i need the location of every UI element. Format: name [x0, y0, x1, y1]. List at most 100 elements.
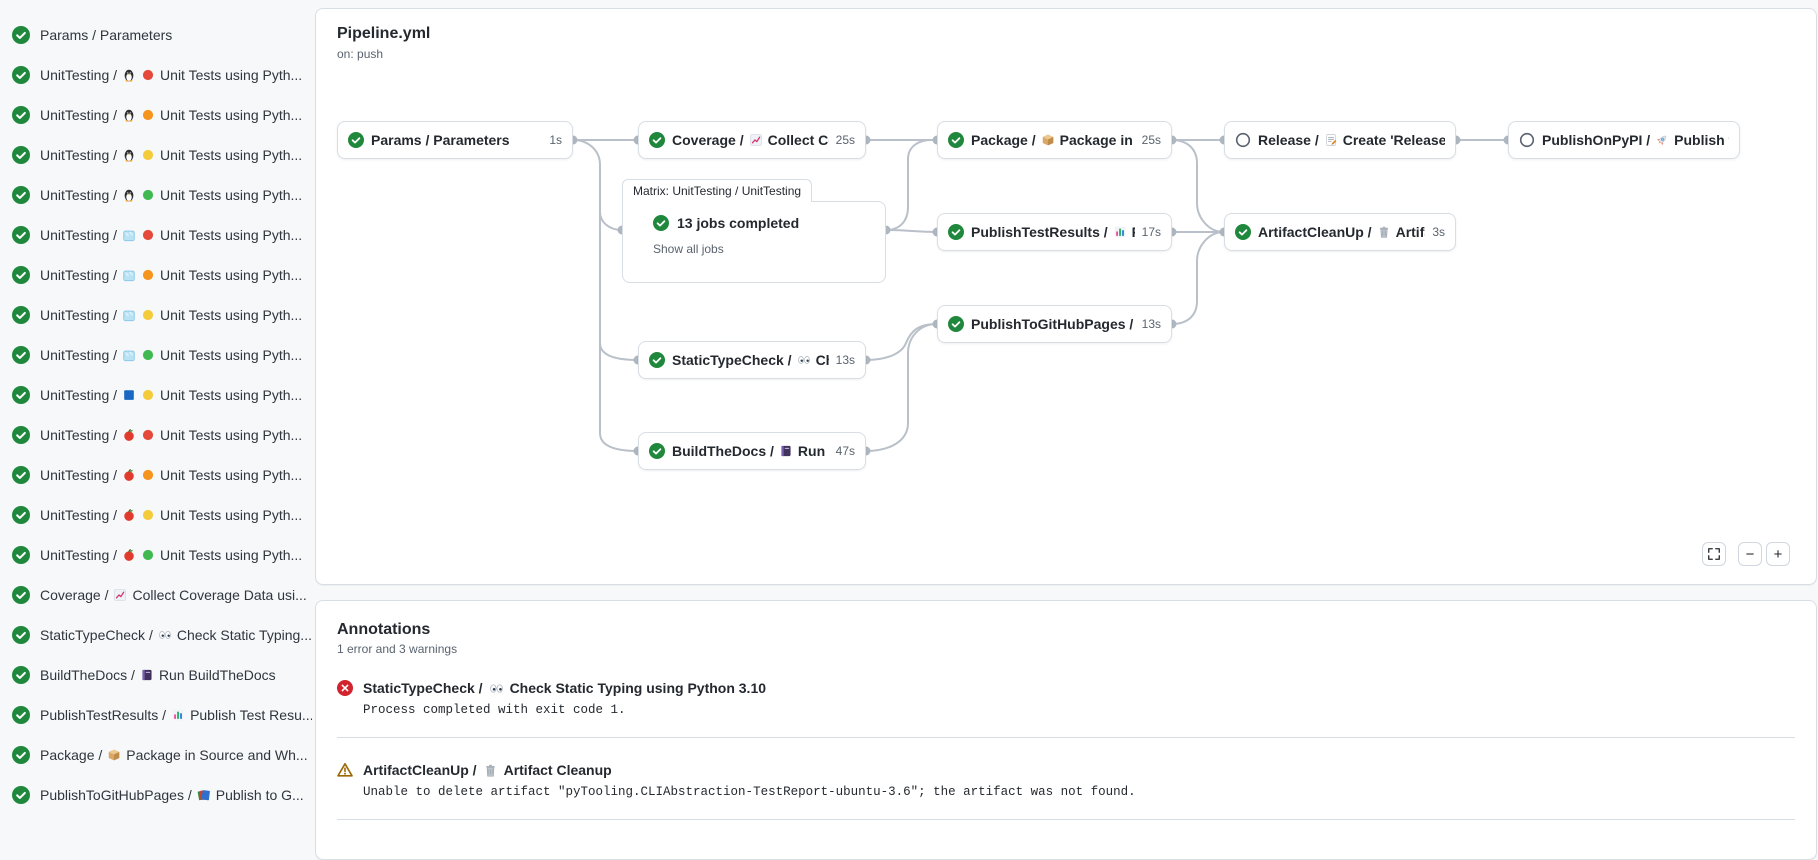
job-step-text: Unit Tests using Pyth...: [160, 227, 303, 243]
sidebar-job-label: Params / Parameters: [40, 27, 172, 43]
job-name-text: BuildTheDocs /: [40, 667, 135, 683]
sidebar-job-item[interactable]: UnitTesting /Unit Tests using Pyth...: [0, 415, 312, 455]
books-icon: [197, 788, 211, 802]
job-step-text: Unit Tests using Pyth...: [160, 387, 303, 403]
sidebar-job-item[interactable]: UnitTesting /Unit Tests using Pyth...: [0, 55, 312, 95]
matrix-jobs-summary: 13 jobs completed: [653, 215, 885, 231]
pipeline-node-release[interactable]: Release /Create 'Release P...: [1224, 121, 1456, 159]
apple-icon: [122, 468, 136, 482]
pipeline-node-statictypecheck[interactable]: StaticTypeCheck /Chec... 13s: [638, 341, 866, 379]
job-name-text: Package /: [40, 747, 103, 763]
success-icon: [12, 146, 30, 164]
node-job-name: BuildTheDocs /: [672, 443, 774, 459]
fullscreen-icon: [1707, 547, 1721, 561]
annotations-panel: Annotations 1 error and 3 warnings Stati…: [315, 600, 1817, 860]
sidebar-job-item[interactable]: UnitTesting /Unit Tests using Pyth...: [0, 215, 312, 255]
sidebar-job-label: UnitTesting /Unit Tests using Pyth...: [40, 467, 302, 483]
node-job-name: Release /: [1258, 132, 1319, 148]
sidebar-job-item[interactable]: UnitTesting /Unit Tests using Pyth...: [0, 255, 312, 295]
annotation-job-label: StaticTypeCheck /Check Static Typing usi…: [363, 680, 766, 696]
zoom-in-button[interactable]: +: [1766, 542, 1790, 566]
job-step-text: Unit Tests using Pyth...: [160, 67, 303, 83]
node-label: StaticTypeCheck /Chec...: [672, 352, 829, 368]
skipped-icon: [1519, 132, 1535, 148]
job-step-text: Run BuildTheDocs: [158, 667, 276, 683]
node-label: BuildTheDocs /Run Buil...: [672, 443, 829, 459]
workflow-file-name: Pipeline.yml: [337, 25, 431, 42]
sidebar-job-item[interactable]: StaticTypeCheck /Check Static Typing...: [0, 615, 312, 655]
pipeline-node-publishtogithubpages[interactable]: PublishToGitHubPages /...13s: [937, 305, 1172, 343]
job-name-text: UnitTesting /: [40, 107, 118, 123]
success-icon: [12, 786, 30, 804]
skipped-icon: [1235, 132, 1251, 148]
workflow-graph-panel: Pipeline.yml on: push: [315, 8, 1817, 585]
sidebar-job-item[interactable]: UnitTesting / Unit Tests using Pyth...: [0, 175, 312, 215]
pipeline-node-artifactcleanup[interactable]: ArtifactCleanUp /Artifac...3s: [1224, 213, 1456, 251]
success-icon: [12, 266, 30, 284]
sidebar-job-item[interactable]: UnitTesting /Unit Tests using Pyth...: [0, 295, 312, 335]
dot-orange-icon: [141, 108, 155, 122]
notebook-icon: [140, 668, 154, 682]
sidebar-job-item[interactable]: UnitTesting / Unit Tests using Pyth...: [0, 95, 312, 135]
success-icon: [12, 26, 30, 44]
package-icon: [107, 748, 121, 762]
node-job-name: PublishOnPyPI /: [1542, 132, 1651, 148]
sidebar-job-label: UnitTesting /Unit Tests using Pyth...: [40, 507, 302, 523]
annotation-job-label: ArtifactCleanUp /Artifact Cleanup: [363, 762, 612, 778]
apple-icon: [122, 428, 136, 442]
sidebar-job-item[interactable]: Package / Package in Source and Wh...: [0, 735, 312, 775]
penguin-icon: [122, 68, 136, 82]
node-duration: 1s: [549, 133, 562, 147]
job-step-text: Unit Tests using Pyth...: [160, 347, 303, 363]
job-step-text: Check Static Typing...: [176, 627, 312, 643]
success-icon: [12, 426, 30, 444]
pipeline-node-buildthedocs[interactable]: BuildTheDocs /Run Buil...47s: [638, 432, 866, 470]
sidebar-job-item[interactable]: Params / Parameters: [0, 15, 312, 55]
sidebar-job-item[interactable]: UnitTesting /Unit Tests using Pyth...: [0, 495, 312, 535]
sidebar-job-item[interactable]: UnitTesting /Unit Tests using Pyth...: [0, 375, 312, 415]
show-all-jobs-link[interactable]: Show all jobs: [653, 242, 724, 256]
sidebar-job-label: UnitTesting / Unit Tests using Pyth...: [40, 187, 302, 203]
success-icon: [12, 346, 30, 364]
sidebar-job-item[interactable]: BuildTheDocs / Run BuildTheDocs: [0, 655, 312, 695]
zoom-controls: − +: [1738, 542, 1790, 566]
job-step-text: Unit Tests using Pyth...: [160, 107, 303, 123]
job-name-text: Coverage /: [40, 587, 109, 603]
pipeline-node-publishtestresults[interactable]: PublishTestResults /Pu...17s: [937, 213, 1172, 251]
sidebar-job-label: UnitTesting /Unit Tests using Pyth...: [40, 267, 302, 283]
sidebar-job-label: UnitTesting /Unit Tests using Pyth...: [40, 347, 302, 363]
success-icon: [12, 306, 30, 324]
annotation-title[interactable]: StaticTypeCheck /Check Static Typing usi…: [337, 680, 1795, 696]
sidebar-job-label: BuildTheDocs / Run BuildTheDocs: [40, 667, 276, 683]
sidebar-job-item[interactable]: PublishTestResults /Publish Test Resu...: [0, 695, 312, 735]
pipeline-node-package[interactable]: Package /Package in So...25s: [937, 121, 1172, 159]
sidebar-job-label: PublishToGitHubPages /Publish to G...: [40, 787, 304, 803]
job-step-text: Unit Tests using Pyth...: [160, 187, 303, 203]
job-name-text: UnitTesting /: [40, 507, 118, 523]
fullscreen-button[interactable]: [1702, 542, 1726, 566]
sidebar-job-item[interactable]: Coverage /Collect Coverage Data usi...: [0, 575, 312, 615]
sidebar-job-item[interactable]: PublishToGitHubPages /Publish to G...: [0, 775, 312, 815]
pipeline-node-publishonpypi[interactable]: PublishOnPyPI /Publish to ...: [1508, 121, 1740, 159]
job-step-text: Package in Source and Wh...: [126, 747, 308, 763]
sidebar-job-item[interactable]: UnitTesting /Unit Tests using Pyth...: [0, 335, 312, 375]
ice-cube-icon: [122, 228, 136, 242]
zoom-out-button[interactable]: −: [1738, 542, 1762, 566]
job-name-text: UnitTesting /: [40, 187, 118, 203]
dot-green-icon: [141, 348, 155, 362]
annotation-divider: [337, 737, 1795, 738]
sidebar-job-item[interactable]: UnitTesting /Unit Tests using Pyth...: [0, 135, 312, 175]
sidebar-job-item[interactable]: UnitTesting /Unit Tests using Pyth...: [0, 455, 312, 495]
success-icon: [653, 215, 669, 231]
success-icon: [12, 546, 30, 564]
sidebar-job-label: UnitTesting /Unit Tests using Pyth...: [40, 427, 302, 443]
dot-red-icon: [141, 68, 155, 82]
job-name-text: Params / Parameters: [40, 27, 173, 43]
success-icon: [12, 746, 30, 764]
matrix-jobs-summary-text: 13 jobs completed: [677, 215, 800, 231]
pipeline-node-coverage[interactable]: Coverage /Collect Cove...25s: [638, 121, 866, 159]
sidebar-job-item[interactable]: UnitTesting /Unit Tests using Pyth...: [0, 535, 312, 575]
annotation-title[interactable]: ArtifactCleanUp /Artifact Cleanup: [337, 762, 1795, 778]
node-duration: 13s: [835, 353, 855, 367]
